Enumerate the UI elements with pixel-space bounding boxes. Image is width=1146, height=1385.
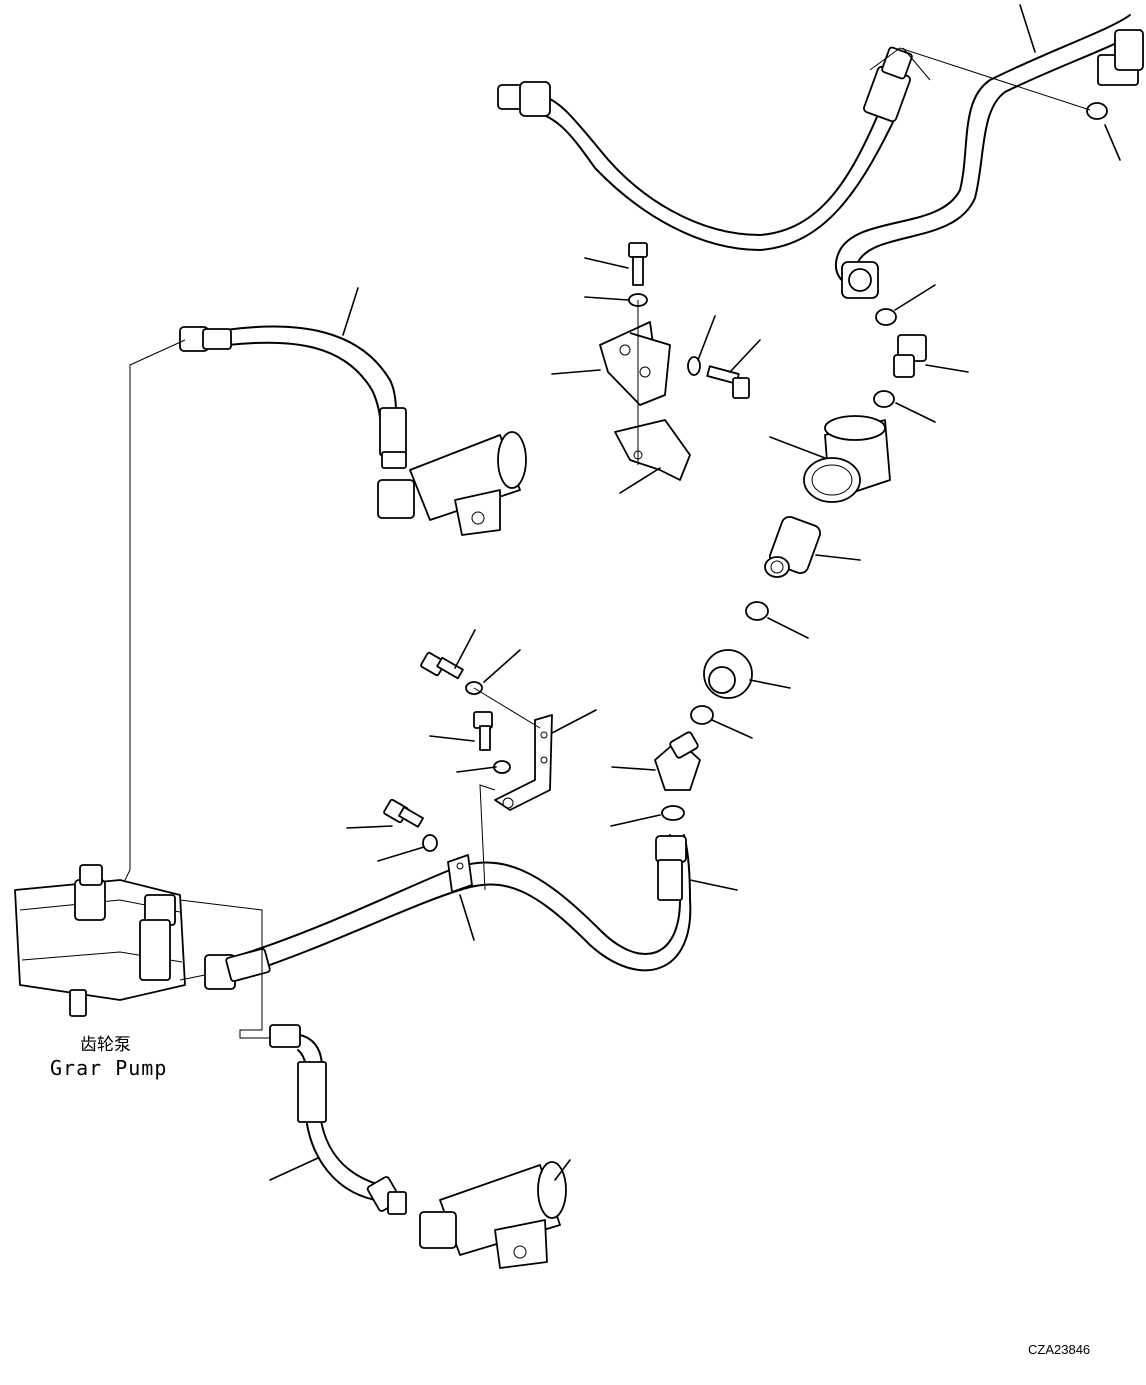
lower-hose [269,1024,407,1215]
leader-lines [269,4,1121,1181]
o-ring [690,705,714,725]
steel-pipe [835,14,1144,299]
bolt [706,365,750,399]
clip-bracket [494,714,553,811]
o-ring [875,308,897,326]
left-hose [179,325,407,469]
o-ring [1086,102,1108,120]
mounting-bracket [599,321,691,481]
routing-lines [124,47,1091,1039]
o-ring [873,390,895,408]
pump-label-chinese: 齿轮泵 [80,1035,131,1055]
bolt [383,798,424,828]
bolt [420,651,464,680]
bolt [628,242,648,286]
gear-pump [14,864,186,1017]
washer [422,834,438,852]
solenoid-valve [377,431,527,536]
filter-housing [803,415,891,503]
drawing-code: CZA23846 [1028,1342,1091,1357]
adapter-fitting [893,334,927,378]
pump-label-english: Grar Pump [50,1056,168,1080]
plug-nut [703,649,753,699]
filter-element [764,516,821,578]
elbow-fitting [654,731,701,791]
bolt [473,711,493,751]
o-ring [745,601,769,621]
upper-hose [497,46,913,251]
solenoid-valve [419,1161,567,1269]
washer [687,356,701,376]
main-hose [204,834,692,990]
o-ring [661,805,685,821]
